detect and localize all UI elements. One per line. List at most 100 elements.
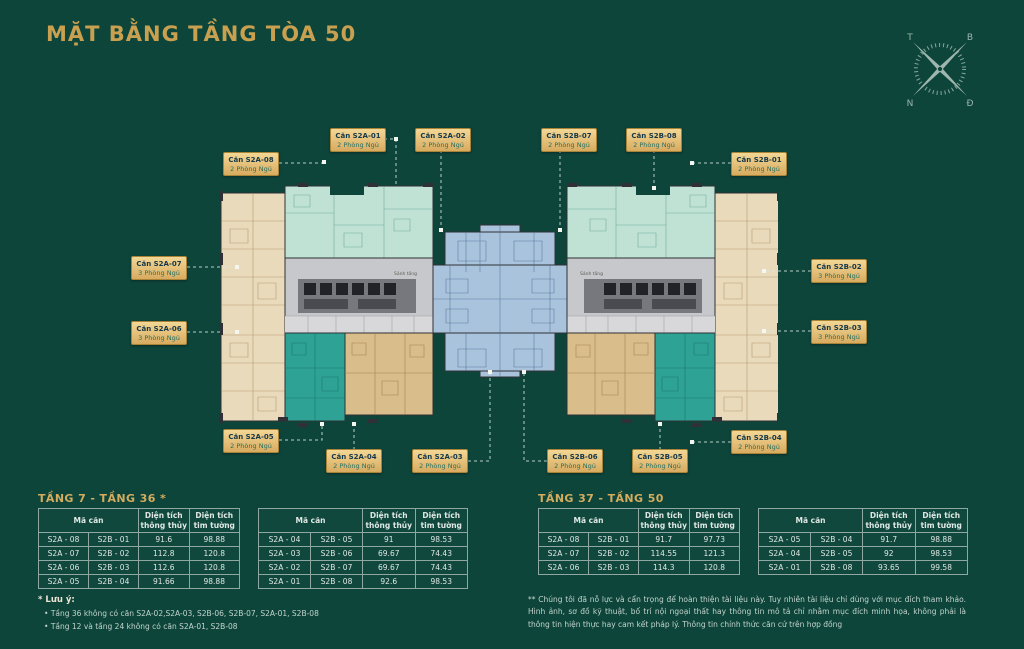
table-cell: S2A - 07	[538, 546, 589, 561]
table-cell: 74.43	[414, 546, 468, 561]
unit-callout-s2a-06[interactable]: Căn S2A-06 3 Phòng Ngủ	[131, 321, 187, 345]
unit-type: 2 Phòng Ngủ	[548, 141, 590, 149]
unit-code: Căn S2A-05	[228, 433, 274, 441]
col-header-tim-tuong: Diện tích tim tường	[188, 508, 240, 533]
table-cell: S2B - 05	[309, 532, 364, 547]
unit-type: 2 Phòng Ngủ	[633, 141, 675, 149]
compass-label-south: N	[907, 99, 914, 109]
table-cell: 91	[362, 532, 416, 547]
table-cell: 92	[862, 546, 916, 561]
unit-callout-s2b-02[interactable]: Căn S2B-02 3 Phòng Ngủ	[811, 259, 867, 283]
table-cell: S2B - 04	[809, 532, 864, 547]
unit-callout-s2a-03[interactable]: Căn S2A-03 2 Phòng Ngủ	[412, 449, 468, 473]
table-cell: 74.43	[414, 560, 468, 575]
unit-callout-s2a-05[interactable]: Căn S2A-05 2 Phòng Ngủ	[223, 429, 279, 453]
table-cell: 120.8	[688, 560, 740, 575]
table-cell: S2B - 01	[87, 532, 140, 547]
corridor-label-left: Sảnh tầng	[394, 269, 417, 277]
floor-plan-drawing: Sảnh tầng Sảnh tầng	[218, 182, 782, 428]
unit-callout-s2b-08[interactable]: Căn S2B-08 2 Phòng Ngủ	[626, 128, 682, 152]
table-cell: 92.6	[362, 574, 416, 589]
unit-callout-s2b-04[interactable]: Căn S2B-04 2 Phòng Ngủ	[731, 430, 787, 454]
unit-code: Căn S2B-04	[736, 434, 782, 442]
table-cell: S2A - 03	[258, 546, 311, 561]
table-cell: 112.8	[138, 546, 190, 561]
table-cell: S2B - 08	[809, 560, 864, 575]
unit-code: Căn S2A-04	[331, 453, 377, 461]
unit-callout-s2b-05[interactable]: Căn S2B-05 2 Phòng Ngủ	[632, 449, 688, 473]
table-cell: 69.67	[362, 546, 416, 561]
unit-code: Căn S2B-06	[552, 453, 598, 461]
table-cell: S2B - 03	[87, 560, 140, 575]
unit-callout-s2b-07[interactable]: Căn S2B-07 2 Phòng Ngủ	[541, 128, 597, 152]
unit-code: Căn S2A-02	[420, 132, 466, 140]
table-cell: S2A - 08	[38, 532, 89, 547]
table-cell: S2B - 03	[587, 560, 640, 575]
unit-callout-s2a-07[interactable]: Căn S2A-07 3 Phòng Ngủ	[131, 256, 187, 280]
table-cell: 112.6	[138, 560, 190, 575]
table-cell: S2B - 05	[809, 546, 864, 561]
table-group1-title: TẦNG 7 - TẦNG 36 *	[38, 492, 167, 505]
table-cell: S2A - 05	[758, 532, 811, 547]
compass-icon: T B N Đ	[906, 33, 973, 109]
col-header-tim-tuong: Diện tích tim tường	[914, 508, 968, 533]
unit-code: Căn S2B-02	[816, 263, 862, 271]
table-cell: S2B - 04	[87, 574, 140, 589]
unit-type: 2 Phòng Ngủ	[337, 141, 379, 149]
unit-code: Căn S2A-03	[417, 453, 463, 461]
compass-label-north: B	[967, 33, 973, 43]
table-group2-title: TẦNG 37 - TẦNG 50	[538, 492, 664, 505]
unit-type: 2 Phòng Ngủ	[230, 442, 272, 450]
table-cell: 69.67	[362, 560, 416, 575]
table-cell: S2A - 01	[758, 560, 811, 575]
unit-code: Căn S2B-08	[631, 132, 677, 140]
unit-type: 2 Phòng Ngủ	[738, 443, 780, 451]
notes-title: * Lưu ý:	[38, 595, 75, 605]
unit-type: 2 Phòng Ngủ	[230, 165, 272, 173]
col-header-thong-thuy: Diện tích thông thủy	[638, 508, 690, 533]
table-cell: 98.53	[414, 532, 468, 547]
unit-type: 2 Phòng Ngủ	[422, 141, 464, 149]
col-header-thong-thuy: Diện tích thông thủy	[362, 508, 416, 533]
note-item: Tầng 12 và tầng 24 không có căn S2A-01, …	[44, 622, 498, 631]
compass-tick-ring	[914, 43, 966, 95]
table-cell: S2B - 02	[87, 546, 140, 561]
table-cell: 120.8	[188, 546, 240, 561]
unit-callout-s2a-02[interactable]: Căn S2A-02 2 Phòng Ngủ	[415, 128, 471, 152]
unit-type: 3 Phòng Ngủ	[818, 272, 860, 280]
table-cell: S2B - 08	[309, 574, 364, 589]
unit-callout-s2b-03[interactable]: Căn S2B-03 3 Phòng Ngủ	[811, 320, 867, 344]
table-cell: S2A - 07	[38, 546, 89, 561]
table-cell: S2B - 01	[587, 532, 640, 547]
table-cell: S2A - 01	[258, 574, 311, 589]
note-item: Tầng 36 không có căn S2A-02,S2A-03, S2B-…	[44, 609, 498, 618]
unit-type: 2 Phòng Ngủ	[419, 462, 461, 470]
unit-code: Căn S2B-05	[637, 453, 683, 461]
unit-callout-s2a-08[interactable]: Căn S2A-08 2 Phòng Ngủ	[223, 152, 279, 176]
unit-type: 2 Phòng Ngủ	[333, 462, 375, 470]
col-header-tim-tuong: Diện tích tim tường	[688, 508, 740, 533]
table-cell: 98.53	[414, 574, 468, 589]
unit-type: 2 Phòng Ngủ	[639, 462, 681, 470]
unit-callout-s2a-04[interactable]: Căn S2A-04 2 Phòng Ngủ	[326, 449, 382, 473]
page-title: MẶT BẰNG TẦNG TÒA 50	[46, 22, 357, 46]
table-cell: S2A - 04	[758, 546, 811, 561]
unit-type: 3 Phòng Ngủ	[138, 334, 180, 342]
unit-callout-s2b-01[interactable]: Căn S2B-01 2 Phòng Ngủ	[731, 152, 787, 176]
unit-callout-s2a-01[interactable]: Căn S2A-01 2 Phòng Ngủ	[330, 128, 386, 152]
notes-block: * Lưu ý: Tầng 36 không có căn S2A-02,S2A…	[38, 595, 498, 635]
unit-code: Căn S2A-07	[136, 260, 182, 268]
col-header-ma-can: Mã căn	[757, 508, 864, 533]
compass-hub	[936, 65, 944, 73]
unit-callout-s2b-06[interactable]: Căn S2B-06 2 Phòng Ngủ	[547, 449, 603, 473]
